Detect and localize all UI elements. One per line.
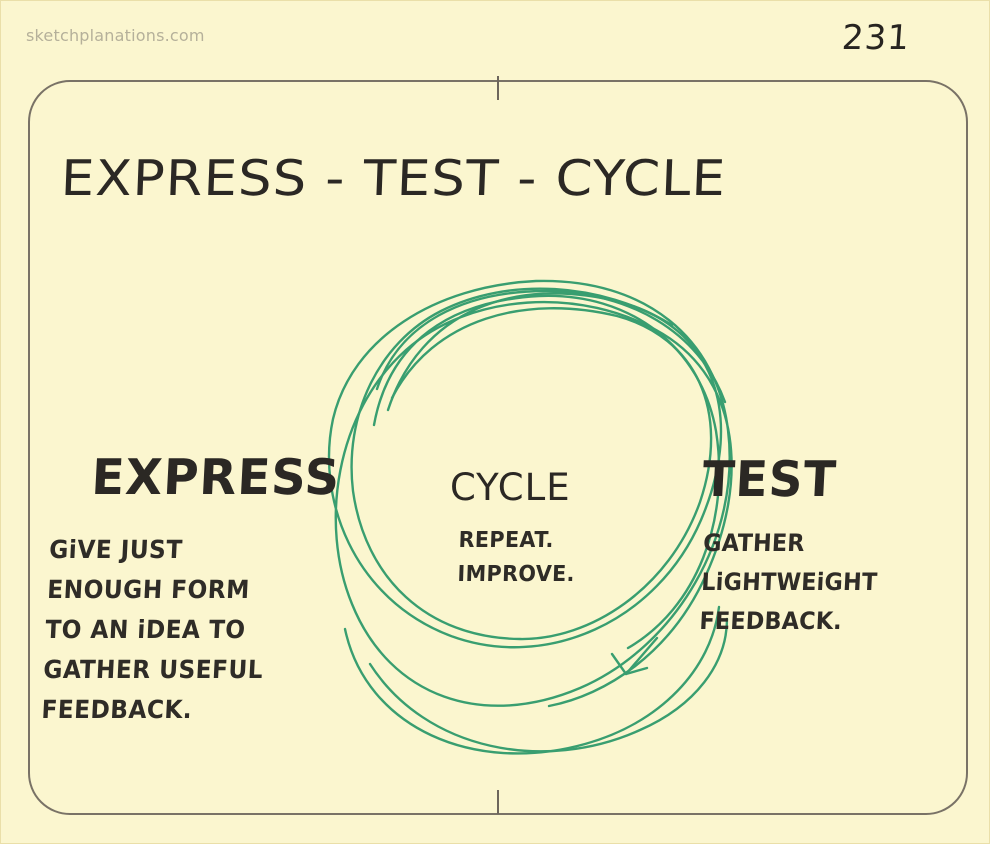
- top-center-tick: [497, 76, 499, 100]
- bottom-center-tick: [497, 790, 499, 814]
- express-heading: EXPRESS: [90, 449, 342, 506]
- test-description: GATHER LiGHTWEiGHT FEEDBACK.: [698, 529, 880, 646]
- express-line: FEEDBACK.: [40, 695, 193, 724]
- test-heading: TEST: [701, 451, 839, 508]
- watermark: sketchplanations.com: [26, 26, 205, 45]
- test-line: FEEDBACK.: [698, 607, 843, 635]
- cycle-line: IMPROVE.: [457, 562, 576, 587]
- cycle-heading: CYCLE: [450, 466, 571, 509]
- cycle-line: REPEAT.: [458, 528, 555, 553]
- test-line: GATHER: [702, 529, 806, 557]
- express-line: GiVE JUST: [48, 535, 184, 564]
- cycle-description: REPEAT. IMPROVE.: [457, 528, 577, 596]
- test-line: LiGHTWEiGHT: [700, 568, 878, 596]
- express-description: GiVE JUST ENOUGH FORM TO AN iDEA TO GATH…: [40, 535, 269, 735]
- page-number: 231: [840, 18, 912, 58]
- express-line: ENOUGH FORM: [46, 575, 251, 604]
- express-line: TO AN iDEA TO: [44, 615, 247, 644]
- diagram-title: EXPRESS - TEST - CYCLE: [59, 150, 728, 207]
- express-line: GATHER USEFUL: [42, 655, 264, 684]
